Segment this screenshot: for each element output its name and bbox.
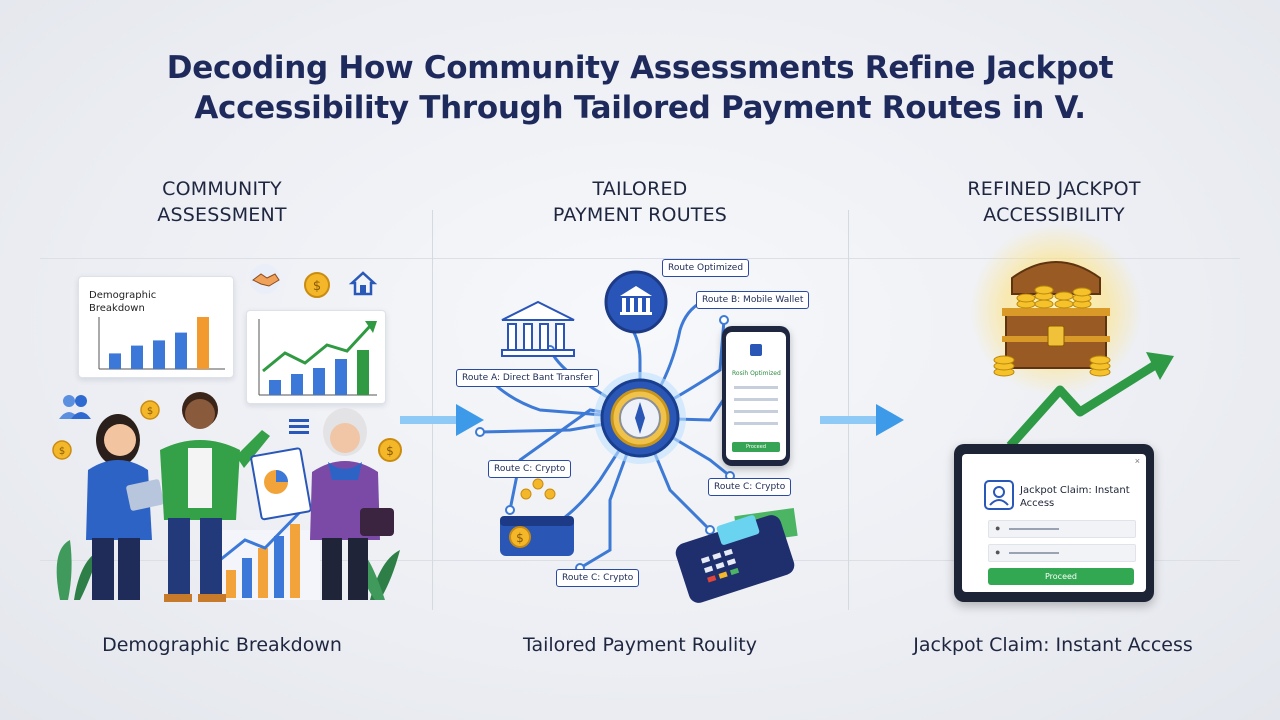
- demographic-bar: [109, 353, 121, 369]
- phone-route-label: Rosih Optimized: [732, 370, 781, 377]
- handshake-icon: [250, 264, 280, 294]
- password-field[interactable]: ●: [988, 544, 1136, 562]
- username-field[interactable]: ●: [988, 520, 1136, 538]
- coin-icon: $: [304, 272, 330, 298]
- caption-tailored-payment: Tailored Payment Roulity: [523, 634, 757, 656]
- grid-line: [40, 258, 1240, 259]
- title-line-2: Accessibility Through Tailored Payment R…: [194, 90, 1086, 126]
- heading-tailored-payment-routes: TAILORED PAYMENT ROUTES: [552, 178, 728, 226]
- phone-row: [734, 386, 778, 389]
- user-icon: ●: [995, 523, 1001, 533]
- demographic-chart-card: Demographic Breakdown: [78, 276, 234, 378]
- field-placeholder-bar: [1009, 528, 1059, 530]
- grid-line: [40, 560, 1240, 561]
- demographic-bar: [131, 345, 143, 369]
- route-direct-bank-label: Route A: Direct Bant Transfer: [456, 369, 599, 387]
- demographic-chart-title: Demographic Breakdown: [89, 290, 157, 314]
- growth-arrow-icon: [1006, 352, 1174, 449]
- growth-arrow-head: [365, 321, 377, 333]
- bank-icon: [501, 300, 575, 357]
- user-avatar-icon: [984, 480, 1014, 510]
- demographic-bar: [153, 340, 165, 369]
- demographic-bar-chart: [98, 317, 225, 370]
- phone-proceed-button[interactable]: Proceed: [732, 442, 780, 452]
- payment-routes-network: $: [475, 270, 798, 603]
- coin-icon: $: [52, 440, 72, 460]
- close-icon[interactable]: ×: [1134, 456, 1140, 466]
- demographic-bar: [197, 317, 209, 369]
- svg-text:$: $: [147, 406, 153, 417]
- coin-icon: $: [140, 400, 160, 420]
- user-icon: ●: [995, 547, 1001, 557]
- jackpot-claim-tablet: Jackpot Claim: Instant Access ● ● Procee…: [954, 444, 1154, 602]
- phone-row: [734, 422, 778, 425]
- phone-row: [734, 410, 778, 413]
- house-icon: [348, 271, 378, 296]
- route-crypto-bottom-label: Route C: Crypto: [556, 569, 640, 587]
- growth-chart-card: [246, 310, 386, 404]
- route-crypto-right-label: Route C: Crypto: [708, 478, 792, 496]
- growth-bar: [357, 350, 369, 395]
- heading-community-assessment: COMMUNITY ASSESSMENT: [157, 178, 287, 226]
- document-icon: [289, 419, 309, 434]
- field-placeholder-bar: [1009, 552, 1059, 554]
- mobile-wallet-phone: Rosih Optimized Proceed: [722, 326, 790, 466]
- phone-row: [734, 398, 778, 401]
- svg-text:$: $: [386, 444, 394, 458]
- demographic-bar: [175, 332, 187, 369]
- growth-chart: [258, 319, 377, 396]
- svg-text:$: $: [313, 279, 321, 294]
- caption-jackpot-claim: Jackpot Claim: Instant Access: [913, 634, 1193, 656]
- growth-bar: [269, 380, 281, 395]
- column-divider: [848, 210, 849, 610]
- growth-bar: [335, 359, 347, 395]
- column-divider: [432, 210, 433, 610]
- svg-text:$: $: [59, 446, 65, 457]
- growth-bar: [291, 374, 303, 395]
- proceed-button[interactable]: Proceed: [988, 568, 1134, 585]
- community-people-illustration: [56, 392, 400, 602]
- heading-refined-jackpot-accessibility: REFINED JACKPOT ACCESSIBILITY: [967, 178, 1141, 226]
- coin-icon: $: [378, 438, 402, 462]
- page-title: Decoding How Community Assessments Refin…: [0, 48, 1280, 128]
- route-crypto-left-label: Route C: Crypto: [488, 460, 572, 478]
- caption-demographic-breakdown: Demographic Breakdown: [102, 634, 342, 656]
- flow-arrow: [400, 404, 484, 436]
- route-optimized-label: Route Optimized: [662, 259, 750, 277]
- jackpot-claim-title: Jackpot Claim: Instant Access: [1020, 485, 1130, 509]
- flow-arrow: [820, 404, 904, 436]
- route-mobile-wallet-label: Route B: Mobile Wallet: [696, 291, 810, 309]
- people-icon: [59, 395, 91, 419]
- treasure-chest-icon: [970, 224, 1142, 396]
- growth-trend-line: [262, 323, 373, 373]
- phone-app-icon: [750, 344, 762, 356]
- svg-text:$: $: [516, 531, 524, 545]
- growth-bar: [313, 368, 325, 395]
- title-line-1: Decoding How Community Assessments Refin…: [166, 50, 1114, 86]
